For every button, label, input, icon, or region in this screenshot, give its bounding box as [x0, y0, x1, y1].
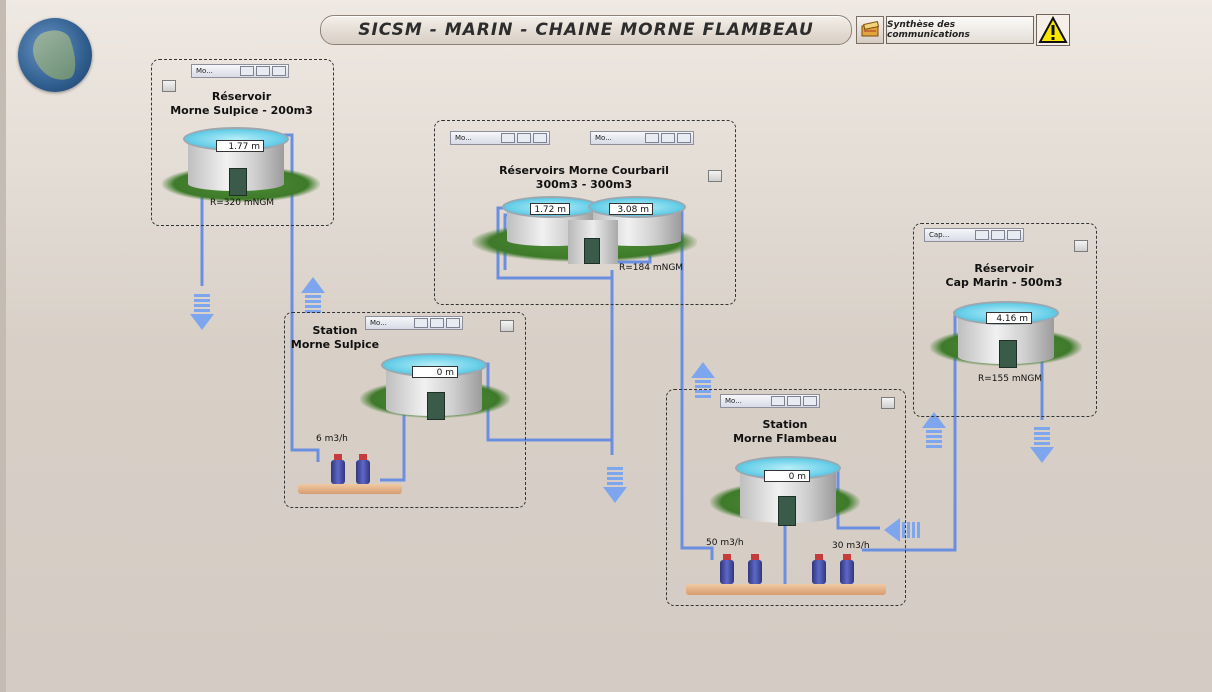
mini-window-title: Mo... — [725, 397, 742, 405]
title-line1: Réservoir — [211, 90, 272, 103]
mini-window-title: Cap... — [929, 231, 950, 239]
reservoir-cap-marin-panel — [913, 223, 1097, 417]
reservoirs-courbaril-panel — [434, 120, 736, 305]
window-icon[interactable] — [1074, 240, 1088, 252]
window-icon[interactable] — [162, 80, 176, 92]
level-readout: 1.77 m — [216, 140, 264, 152]
altitude-label: R=155 mNGM — [978, 374, 1043, 384]
close-icon[interactable] — [803, 396, 817, 406]
title-line2: 300m3 - 300m3 — [535, 178, 633, 191]
left-edge-bar — [0, 0, 6, 692]
title-line1: Réservoirs Morne Courbaril — [499, 164, 669, 177]
station-sulpice-panel — [284, 312, 526, 508]
mini-window-title: Mo... — [455, 134, 472, 142]
pump-icon[interactable] — [720, 560, 734, 584]
maximize-icon[interactable] — [991, 230, 1005, 240]
warning-button[interactable] — [1036, 14, 1070, 46]
maximize-icon[interactable] — [430, 318, 444, 328]
window-icon[interactable] — [500, 320, 514, 332]
maximize-icon[interactable] — [661, 133, 675, 143]
restore-icon[interactable] — [414, 318, 428, 328]
title-line1: Station — [762, 418, 808, 431]
maximize-icon[interactable] — [517, 133, 531, 143]
pump-icon[interactable] — [840, 560, 854, 584]
title-line1: Station — [312, 324, 358, 337]
level-readout-left: 1.72 m — [530, 203, 570, 215]
mini-window-courbaril-1[interactable]: Mo... — [450, 131, 550, 145]
restore-icon[interactable] — [501, 133, 515, 143]
mini-window-sulpice[interactable]: Mo... — [191, 64, 289, 78]
title-line2: Morne Flambeau — [733, 432, 837, 445]
station-flambeau-panel — [666, 389, 906, 606]
pump-motor — [359, 454, 367, 460]
tank-door — [778, 496, 796, 526]
station-sulpice-title: Station Morne Sulpice — [290, 324, 380, 352]
pump-icon[interactable] — [356, 460, 370, 484]
pump-motor — [751, 554, 759, 560]
mini-window-courbaril-2[interactable]: Mo... — [590, 131, 694, 145]
book-icon — [861, 20, 880, 37]
tank-door — [584, 238, 600, 264]
mini-window-cap-marin[interactable]: Cap... — [924, 228, 1024, 242]
reservoir-sulpice-title: Réservoir Morne Sulpice - 200m3 — [151, 90, 332, 118]
level-readout-right: 3.08 m — [609, 203, 653, 215]
maximize-icon[interactable] — [256, 66, 270, 76]
pump-icon[interactable] — [812, 560, 826, 584]
communications-summary-button[interactable]: Synthèse des communications — [886, 16, 1034, 44]
restore-icon[interactable] — [975, 230, 989, 240]
restore-icon[interactable] — [771, 396, 785, 406]
close-icon[interactable] — [533, 133, 547, 143]
pump-motor — [843, 554, 851, 560]
restore-icon[interactable] — [240, 66, 254, 76]
mini-window-station-sulpice[interactable]: Mo... — [365, 316, 463, 330]
flow-label: 6 m3/h — [316, 434, 348, 444]
pump-motor — [723, 554, 731, 560]
pump-icon[interactable] — [331, 460, 345, 484]
flow-label-right: 30 m3/h — [832, 541, 870, 551]
mini-window-title: Mo... — [196, 67, 213, 75]
pump-icon[interactable] — [748, 560, 762, 584]
reservoirs-courbaril-title: Réservoirs Morne Courbaril 300m3 - 300m3 — [434, 164, 734, 192]
tank-door — [229, 168, 247, 196]
pump-motor — [334, 454, 342, 460]
mini-window-station-flambeau[interactable]: Mo... — [720, 394, 820, 408]
pump-motor — [815, 554, 823, 560]
altitude-label: R=184 mNGM — [619, 263, 684, 273]
title-line2: Morne Sulpice — [290, 338, 380, 351]
mini-window-title: Mo... — [370, 319, 387, 327]
level-readout: 4.16 m — [986, 312, 1032, 324]
flow-label-left: 50 m3/h — [706, 538, 744, 548]
title-line1: Réservoir — [974, 262, 1034, 275]
mini-window-title: Mo... — [595, 134, 612, 142]
station-flambeau-title: Station Morne Flambeau — [666, 418, 904, 446]
altitude-label: R=320 mNGM — [210, 198, 275, 208]
pump-base — [686, 584, 886, 595]
tank-door — [999, 340, 1017, 368]
window-icon[interactable] — [881, 397, 895, 409]
close-icon[interactable] — [446, 318, 460, 328]
warning-icon — [1038, 15, 1068, 43]
close-icon[interactable] — [1007, 230, 1021, 240]
close-icon[interactable] — [272, 66, 286, 76]
level-readout: 0 m — [764, 470, 810, 482]
page-title: SICSM - MARIN - CHAINE MORNE FLAMBEAU — [320, 15, 852, 45]
pump-base — [298, 484, 402, 494]
title-line2: Morne Sulpice - 200m3 — [170, 104, 313, 117]
reservoir-cap-marin-title: Réservoir Cap Marin - 500m3 — [913, 262, 1095, 290]
close-icon[interactable] — [677, 133, 691, 143]
maximize-icon[interactable] — [787, 396, 801, 406]
restore-icon[interactable] — [645, 133, 659, 143]
title-line2: Cap Marin - 500m3 — [945, 276, 1063, 289]
book-button[interactable] — [856, 16, 884, 44]
window-icon[interactable] — [708, 170, 722, 182]
level-readout: 0 m — [412, 366, 458, 378]
reservoir-sulpice-panel — [151, 59, 334, 226]
tank-door — [427, 392, 445, 420]
